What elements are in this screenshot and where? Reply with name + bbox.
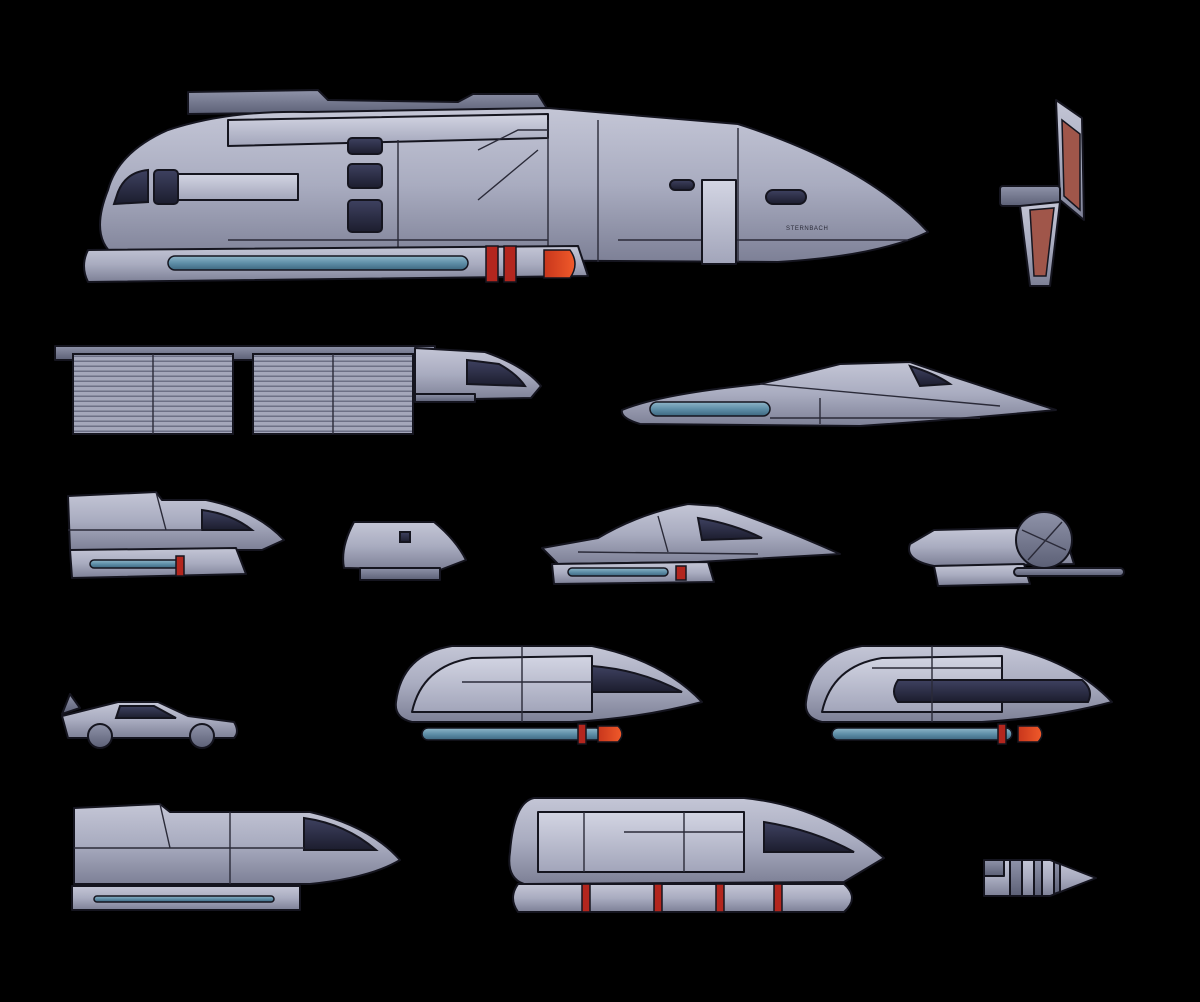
winged-shuttle — [541, 503, 841, 585]
pod-shuttle — [342, 521, 467, 581]
rounded-shuttle-b — [804, 645, 1113, 745]
time-car — [61, 693, 238, 749]
shuttle-a — [67, 491, 285, 579]
rounded-shuttle-a — [394, 645, 703, 745]
shuttle-b — [71, 803, 401, 911]
large-shuttle — [508, 797, 885, 913]
large-runabout-ship: STERNBACH — [83, 89, 929, 283]
hull-marking-text: STERNBACH — [786, 226, 828, 232]
sphere-shuttle — [908, 511, 1125, 587]
cargo-tug-ship — [54, 345, 542, 435]
long-fighter-ship — [620, 361, 1057, 427]
small-pod — [983, 859, 1097, 897]
small-probe-ship — [999, 99, 1085, 287]
